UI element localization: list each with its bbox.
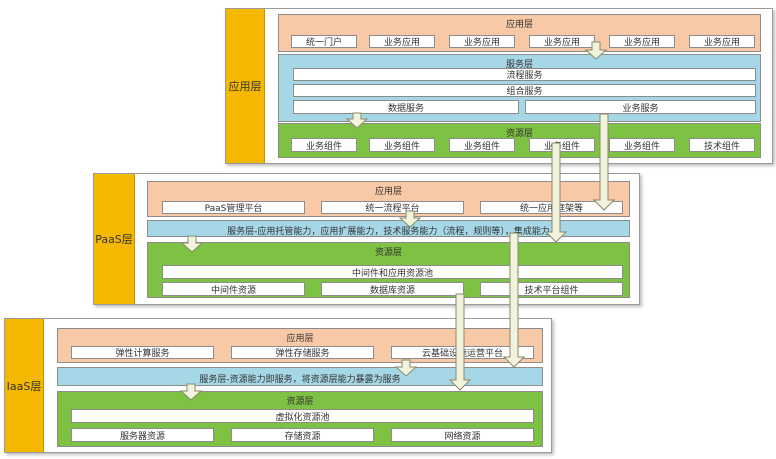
saas-app-item: 业务应用 bbox=[609, 35, 675, 48]
down-arrow bbox=[394, 359, 418, 377]
paas-app-item: 统一流程平台 bbox=[321, 201, 464, 214]
saas-app-item: 业务应用 bbox=[449, 35, 515, 48]
process-service: 流程服务 bbox=[293, 68, 756, 81]
saas-resource-layer-title: 资源层 bbox=[505, 129, 533, 139]
iaas-app-item: 弹性存储服务 bbox=[231, 346, 374, 359]
iaas-service-layer: 服务层-资源能力即服务，将资源层能力暴露为服务 bbox=[57, 367, 543, 386]
paas-side-label: PaaS层 bbox=[94, 174, 135, 304]
saas-resource-item: 业务组件 bbox=[529, 138, 595, 152]
saas-service-layer-title: 服务层 bbox=[505, 60, 533, 70]
paas-app-layer: 应用层 PaaS管理平台 统一流程平台 统一应用框架等 bbox=[147, 181, 630, 217]
iaas-resource-layer: 资源层 虚拟化资源池 服务器资源 存储资源 网络资源 bbox=[57, 391, 543, 447]
saas-stack: 应用层 应用层 统一门户 业务应用 业务应用 业务应用 业务应用 业务应用 服务… bbox=[225, 8, 773, 164]
saas-app-item: 业务应用 bbox=[689, 35, 755, 48]
paas-app-item: PaaS管理平台 bbox=[162, 201, 305, 214]
saas-resource-item: 业务组件 bbox=[291, 138, 357, 152]
iaas-app-layer-title: 应用层 bbox=[286, 334, 314, 344]
paas-resource-layer-title: 资源层 bbox=[374, 248, 402, 258]
iaas-service-text: 服务层-资源能力即服务，将资源层能力暴露为服务 bbox=[199, 375, 401, 385]
saas-resource-item: 业务组件 bbox=[369, 138, 435, 152]
paas-resource-item: 数据库资源 bbox=[321, 282, 464, 296]
paas-resource-item: 中间件资源 bbox=[162, 282, 305, 296]
down-arrow bbox=[584, 41, 608, 60]
down-arrow bbox=[398, 210, 422, 228]
saas-app-layer: 应用层 统一门户 业务应用 业务应用 业务应用 业务应用 业务应用 bbox=[278, 14, 761, 52]
paas-app-layer-title: 应用层 bbox=[374, 187, 402, 197]
middleware-app-pool: 中间件和应用资源池 bbox=[162, 265, 623, 279]
long-down-arrow bbox=[502, 232, 526, 368]
long-down-arrow bbox=[592, 113, 616, 211]
business-service: 业务服务 bbox=[525, 100, 756, 114]
down-arrow bbox=[345, 112, 369, 129]
saas-resource-item: 业务组件 bbox=[609, 138, 675, 152]
iaas-app-item: 弹性计算服务 bbox=[71, 346, 214, 359]
compose-service: 组合服务 bbox=[293, 84, 756, 97]
virtualization-pool: 虚拟化资源池 bbox=[71, 409, 534, 423]
saas-resource-item: 技术组件 bbox=[689, 138, 755, 152]
iaas-side-label: IaaS层 bbox=[5, 319, 44, 452]
iaas-resource-item: 存储资源 bbox=[231, 428, 374, 442]
iaas-resource-layer-title: 资源层 bbox=[286, 397, 314, 407]
iaas-resource-item: 服务器资源 bbox=[71, 428, 214, 442]
paas-service-layer: 服务层-应用托管能力，应用扩展能力，技术服务能力（流程，规则等），集成能力 bbox=[147, 220, 630, 237]
paas-service-text: 服务层-应用托管能力，应用扩展能力，技术服务能力（流程，规则等），集成能力 bbox=[227, 227, 550, 237]
saas-app-item: 统一门户 bbox=[291, 35, 357, 48]
saas-resource-layer: 资源层 业务组件 业务组件 业务组件 业务组件 业务组件 技术组件 bbox=[278, 123, 761, 158]
iaas-resource-item: 网络资源 bbox=[391, 428, 534, 442]
saas-app-layer-title: 应用层 bbox=[505, 20, 533, 30]
down-arrow bbox=[179, 383, 203, 401]
saas-side-label: 应用层 bbox=[226, 9, 265, 163]
down-arrow bbox=[180, 235, 204, 253]
iaas-stack: IaaS层 应用层 弹性计算服务 弹性存储服务 云基础设施运营平台 服务层-资源… bbox=[4, 318, 552, 453]
saas-resource-item: 业务组件 bbox=[449, 138, 515, 152]
data-service: 数据服务 bbox=[293, 100, 519, 114]
long-down-arrow bbox=[544, 142, 568, 243]
saas-service-layer: 服务层 流程服务 组合服务 数据服务 业务服务 bbox=[278, 54, 761, 122]
saas-app-item: 业务应用 bbox=[369, 35, 435, 48]
long-down-arrow bbox=[448, 293, 472, 391]
